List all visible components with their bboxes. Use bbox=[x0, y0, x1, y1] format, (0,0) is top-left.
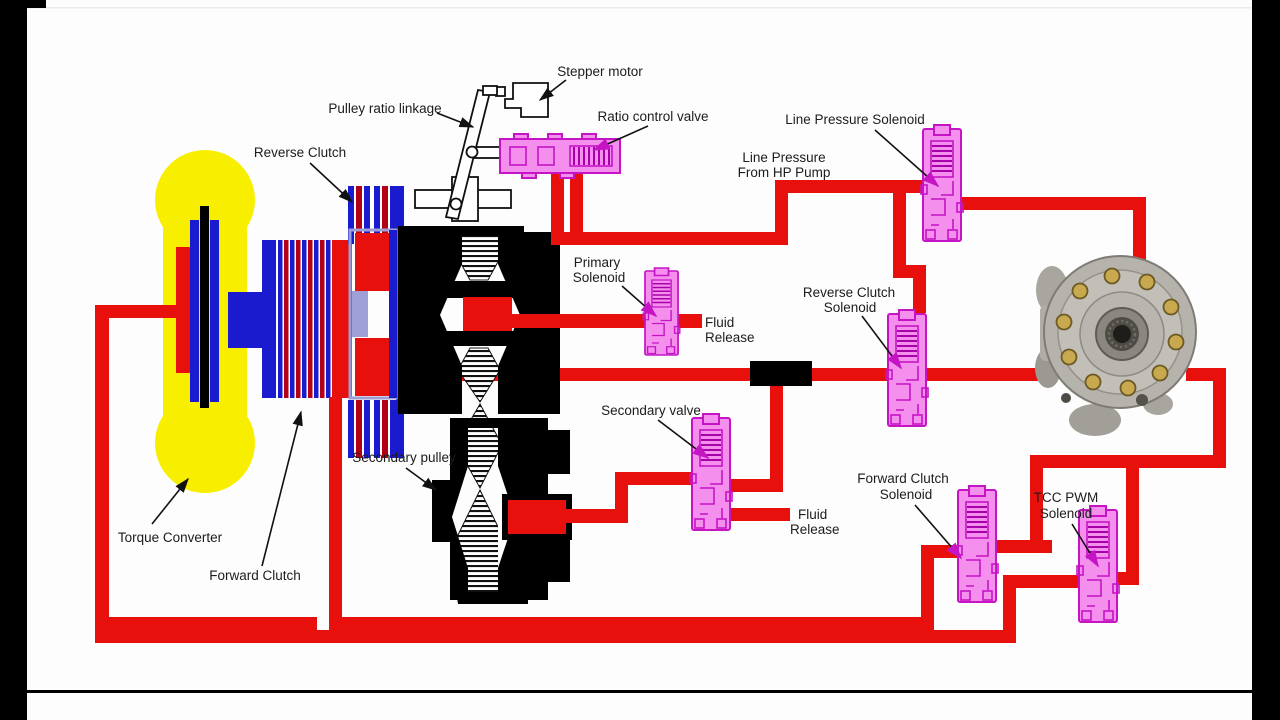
forward-clutch-solenoid-label-line1: Forward Clutch bbox=[857, 471, 949, 486]
label-reverse-clutch: Reverse Clutch bbox=[254, 145, 354, 204]
tcc-pwm-solenoid bbox=[1076, 505, 1120, 623]
label-stepper-motor: Stepper motor bbox=[538, 64, 643, 101]
label-secondary-fluid-release: Fluid Release bbox=[790, 507, 840, 537]
forward-clutch-label: Forward Clutch bbox=[209, 568, 301, 583]
top-faint-line bbox=[27, 7, 1252, 9]
reverse-clutch-solenoid-label-line2: Solenoid bbox=[824, 300, 877, 315]
oil-pump-photo bbox=[1035, 255, 1197, 436]
letterbox-left bbox=[0, 0, 27, 720]
pulley-ratio-linkage bbox=[414, 85, 512, 222]
forward-clutch bbox=[228, 240, 352, 398]
torque-converter-label: Torque Converter bbox=[118, 530, 223, 545]
forward-clutch-piston bbox=[332, 240, 352, 398]
cvt-belt bbox=[455, 235, 503, 603]
line-pressure-solenoid-label: Line Pressure Solenoid bbox=[785, 112, 925, 127]
reverse-clutch-label: Reverse Clutch bbox=[254, 145, 346, 160]
hydraulic-lines bbox=[95, 170, 1226, 643]
secondary-pulley-piston bbox=[508, 500, 566, 534]
label-tcc-pwm-solenoid: TCC PWM Solenoid bbox=[1034, 490, 1099, 568]
forward-clutch-plates bbox=[278, 240, 331, 398]
ratio-control-valve bbox=[499, 133, 621, 179]
label-ratio-control-valve: Ratio control valve bbox=[592, 109, 709, 151]
reverse-clutch-plates-upper bbox=[348, 186, 396, 244]
letterbox-right bbox=[1252, 0, 1280, 720]
reverse-clutch-plates-lower bbox=[348, 400, 396, 458]
stepper-motor bbox=[495, 82, 549, 118]
letterbox-bottom-line bbox=[0, 690, 1280, 693]
secondary-valve-label: Secondary valve bbox=[601, 403, 701, 418]
stepper-motor-label: Stepper motor bbox=[557, 64, 643, 79]
line-pressure-solenoid bbox=[920, 124, 964, 242]
label-secondary-pulley: Secondary pulley bbox=[352, 450, 456, 491]
primary-solenoid bbox=[642, 267, 681, 356]
forward-clutch-solenoid bbox=[955, 485, 999, 603]
primary-pulley-piston bbox=[463, 297, 512, 331]
secondary-fluid-release-line2: Release bbox=[790, 522, 840, 537]
forward-clutch-solenoid-label-line2: Solenoid bbox=[880, 487, 933, 502]
label-torque-converter: Torque Converter bbox=[118, 477, 223, 545]
label-forward-clutch: Forward Clutch bbox=[209, 410, 303, 583]
tcc-pwm-solenoid-label-line1: TCC PWM bbox=[1034, 490, 1099, 505]
secondary-valve bbox=[689, 413, 733, 531]
restrictor-orifice bbox=[750, 361, 812, 386]
label-primary-fluid-release: Fluid Release bbox=[705, 315, 755, 345]
primary-fluid-release-line1: Fluid bbox=[705, 315, 734, 330]
secondary-fluid-release-line1: Fluid bbox=[798, 507, 827, 522]
label-line-pressure-from-hp-pump: Line Pressure From HP Pump bbox=[738, 150, 831, 180]
secondary-pulley-label: Secondary pulley bbox=[352, 450, 456, 465]
ratio-control-valve-label: Ratio control valve bbox=[597, 109, 708, 124]
pump-bolts bbox=[1055, 267, 1185, 397]
letterbox-top-notch bbox=[0, 0, 46, 8]
label-secondary-valve: Secondary valve bbox=[601, 403, 710, 460]
reverse-clutch-solenoid bbox=[885, 309, 929, 427]
primary-solenoid-label-line2: Solenoid bbox=[573, 270, 626, 285]
secondary-pulley bbox=[432, 418, 572, 604]
reverse-clutch-solenoid-label-line1: Reverse Clutch bbox=[803, 285, 895, 300]
tcc-pwm-solenoid-label-line2: Solenoid bbox=[1040, 506, 1093, 521]
label-forward-clutch-solenoid: Forward Clutch Solenoid bbox=[857, 471, 963, 560]
label-reverse-clutch-solenoid: Reverse Clutch Solenoid bbox=[803, 285, 903, 370]
label-primary-solenoid: Primary Solenoid bbox=[573, 255, 658, 318]
label-pulley-ratio-linkage: Pulley ratio linkage bbox=[328, 101, 475, 128]
input-shaft bbox=[228, 292, 268, 348]
line-pressure-label-line1: Line Pressure bbox=[742, 150, 825, 165]
primary-solenoid-label-line1: Primary bbox=[574, 255, 621, 270]
line-pressure-label-line2: From HP Pump bbox=[738, 165, 831, 180]
label-line-pressure-solenoid: Line Pressure Solenoid bbox=[785, 112, 940, 188]
pulley-ratio-linkage-label: Pulley ratio linkage bbox=[328, 101, 441, 116]
primary-fluid-release-line2: Release bbox=[705, 330, 755, 345]
